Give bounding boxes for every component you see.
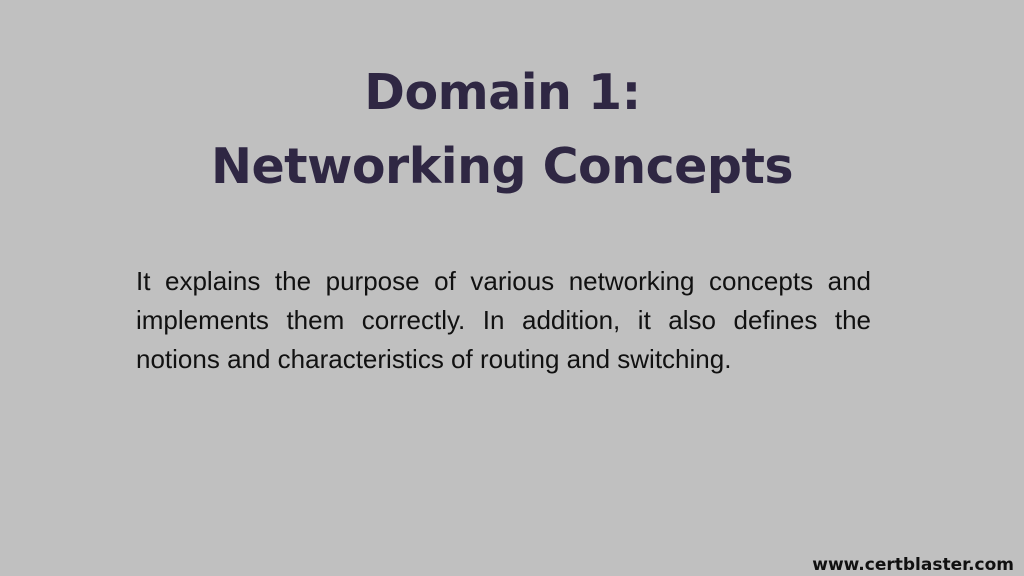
- slide-title: Domain 1: Networking Concepts: [0, 56, 1004, 204]
- title-line-topic: Networking Concepts: [210, 138, 794, 195]
- slide-body-text: It explains the purpose of various netwo…: [136, 266, 871, 374]
- footer-website-url: www.certblaster.com: [812, 555, 1014, 575]
- title-line-domain: Domain 1:: [364, 64, 641, 121]
